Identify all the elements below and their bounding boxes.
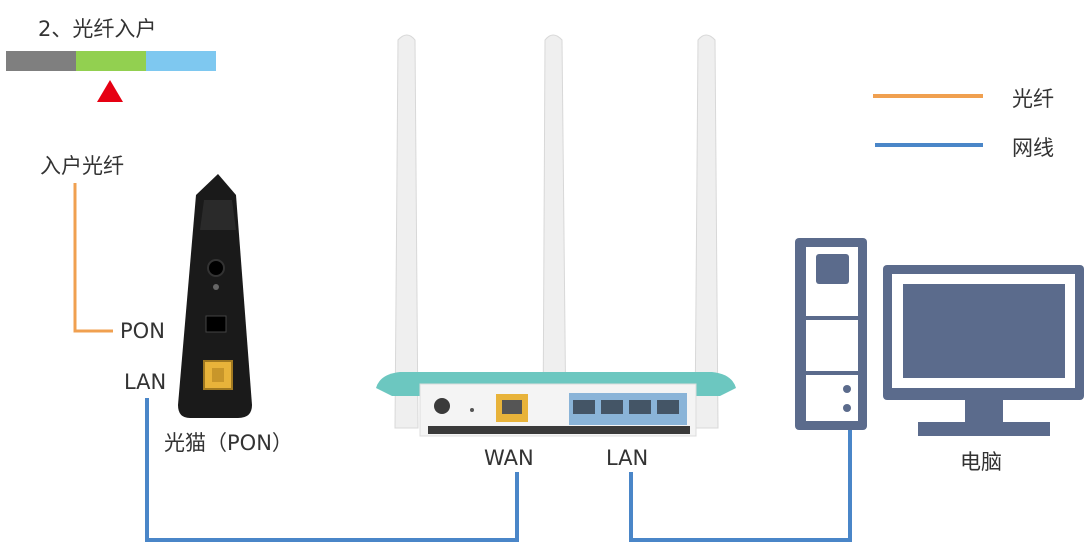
progress-segment-2 (76, 51, 146, 71)
computer-tower (795, 238, 867, 430)
router-wan-label: WAN (484, 446, 534, 470)
tower-drive-bay (816, 254, 849, 284)
computer-label: 电脑 (960, 450, 1002, 474)
incoming-fiber-label: 入户光纤 (40, 154, 124, 178)
computer-monitor (883, 265, 1084, 436)
fiber-line (73, 183, 113, 333)
pon-port-label: PON (120, 319, 165, 343)
legend-cable-label: 网线 (1012, 136, 1054, 160)
progress-segment-3 (146, 51, 216, 71)
modem-label: 光猫（PON） (164, 431, 293, 455)
router-power-icon (434, 398, 450, 414)
router-antenna-right (694, 34, 719, 429)
router (376, 34, 736, 437)
modem-lan-label: LAN (124, 370, 167, 394)
router-lan-label: LAN (606, 446, 649, 470)
monitor-base (918, 422, 1050, 436)
progress-marker-icon (97, 80, 123, 102)
optical-modem (178, 174, 252, 418)
step-title: 2、光纤入户 (38, 17, 157, 41)
cable-router-pc (629, 428, 852, 542)
router-antenna-middle (542, 34, 567, 433)
monitor-screen (903, 284, 1065, 378)
legend-fiber-label: 光纤 (1012, 87, 1054, 111)
monitor-neck (965, 400, 1003, 422)
tower-led-icon (843, 404, 851, 412)
progress-segment-1 (6, 51, 76, 71)
modem-body (178, 174, 252, 418)
tower-button-icon (843, 385, 851, 393)
modem-pon-port-icon (205, 315, 227, 333)
modem-power-button-icon (207, 259, 225, 277)
router-antenna-left (394, 34, 419, 429)
cable-modem-router (145, 398, 519, 542)
